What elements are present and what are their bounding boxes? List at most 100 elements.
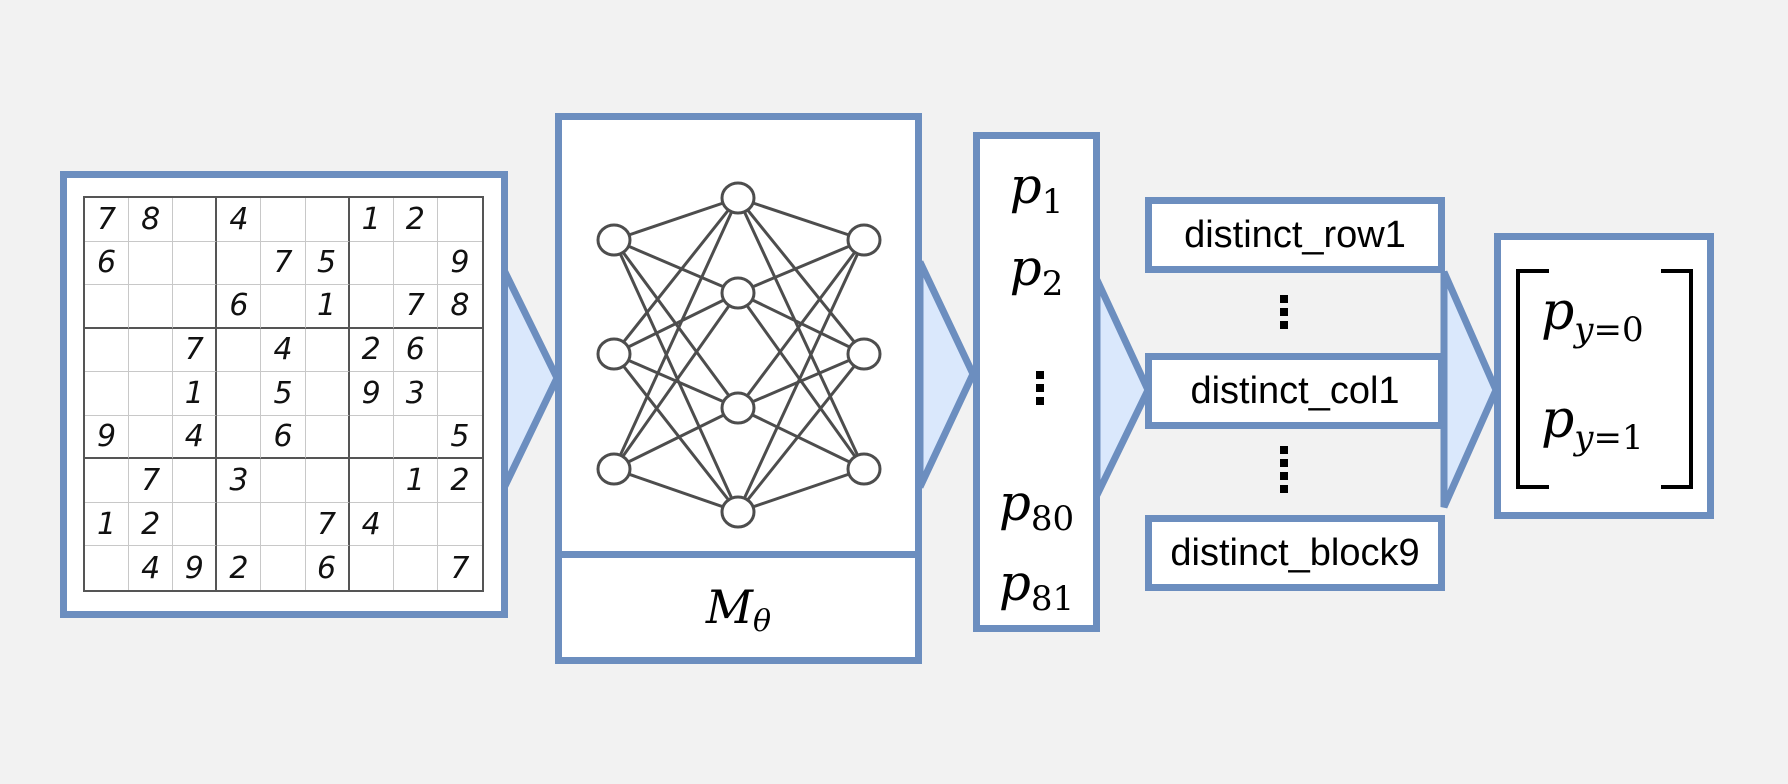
output-rel: =0 (1593, 310, 1644, 350)
network-edge (737, 352, 865, 410)
network-node (846, 223, 882, 257)
sudoku-cell: 2 (349, 328, 394, 373)
constraints-ellipsis-icon-lower (1280, 446, 1288, 498)
probability-base: p (998, 554, 1031, 612)
constraint-label: distinct_col1 (1190, 369, 1400, 412)
sudoku-cell (437, 329, 482, 373)
sudoku-cell: 2 (393, 198, 438, 242)
sudoku-cell (261, 459, 306, 503)
sudoku-cell (173, 502, 218, 547)
sudoku-cell (217, 328, 262, 373)
probability-index: 80 (1030, 499, 1075, 539)
probabilities-box: p1 p2 p80 p81 (973, 132, 1100, 632)
output-var: y (1574, 418, 1594, 458)
sudoku-cell (305, 198, 350, 242)
output-p-y1: py=1 (1541, 390, 1644, 458)
probability-base: p (1009, 239, 1042, 297)
sudoku-cell: 9 (437, 242, 482, 286)
model-label-subscript: θ (753, 604, 772, 639)
network-edge (612, 292, 740, 470)
sudoku-cell: 4 (217, 198, 262, 242)
sudoku-cell (217, 415, 262, 460)
network-node (720, 495, 756, 529)
sudoku-cell: 6 (217, 285, 262, 329)
network-edge (737, 467, 865, 514)
network-node (846, 337, 882, 371)
probability-index: 2 (1041, 264, 1064, 304)
network-edge (736, 353, 866, 513)
sudoku-cell (261, 198, 306, 242)
sudoku-cell (350, 546, 394, 590)
network-edge (612, 353, 740, 513)
sudoku-cell: 7 (450, 550, 470, 586)
network-edge (613, 467, 739, 514)
output-bracket-icon (1516, 269, 1693, 489)
sudoku-cell (393, 241, 438, 286)
network-edge (736, 239, 866, 513)
sudoku-cell: 8 (437, 285, 482, 329)
output-base: p (1541, 282, 1575, 342)
sudoku-cell: 1 (393, 459, 438, 503)
output-p-y0: py=0 (1541, 282, 1644, 350)
probability-index: 1 (1041, 182, 1064, 222)
network-node (720, 181, 756, 215)
model-divider (555, 551, 922, 558)
sudoku-cell (173, 241, 218, 286)
sudoku-cell (393, 415, 438, 460)
sudoku-cell (349, 459, 394, 503)
sudoku-cell: 5 (305, 241, 350, 286)
probability-base: p (998, 474, 1031, 532)
sudoku-cell: 4 (129, 546, 174, 590)
sudoku-cell: 1 (173, 372, 218, 416)
probability-p81: p81 (980, 554, 1093, 619)
network-edge (612, 197, 740, 355)
sudoku-cell: 6 (85, 241, 130, 286)
sudoku-cell (85, 546, 130, 590)
sudoku-cell: 7 (85, 198, 130, 242)
sudoku-cell (217, 502, 262, 547)
sudoku-cell: 7 (261, 241, 306, 286)
sudoku-cell: 9 (85, 415, 130, 460)
output-box: py=0 py=1 (1494, 233, 1714, 519)
sudoku-cell (217, 372, 262, 416)
output-var: y (1574, 310, 1594, 350)
probability-p1: p1 (980, 157, 1093, 222)
sudoku-cell: 9 (349, 372, 394, 416)
sudoku-cell (173, 459, 218, 503)
sudoku-cell: 3 (217, 459, 262, 503)
sudoku-cell (129, 372, 174, 416)
sudoku-cell: 3 (393, 372, 438, 416)
sudoku-cell: 7 (305, 502, 350, 547)
sudoku-cell (437, 503, 482, 547)
sudoku-cell (85, 459, 130, 503)
network-edge (736, 239, 866, 409)
constraint-distinct-row1: distinct_row1 (1145, 197, 1445, 273)
sudoku-cell (349, 285, 394, 329)
sudoku-cell: 8 (129, 198, 174, 242)
network-node (720, 276, 756, 310)
constraint-distinct-block9: distinct_block9 (1145, 515, 1445, 591)
constraint-label: distinct_row1 (1184, 213, 1406, 256)
sudoku-cell (85, 372, 130, 416)
network-node (596, 452, 632, 486)
sudoku-cell (305, 328, 350, 373)
network-edge (737, 196, 865, 242)
network-edge (613, 291, 739, 356)
network-node (596, 337, 632, 371)
network-edge (612, 197, 740, 470)
network-edge (737, 238, 865, 295)
network-node (720, 391, 756, 425)
constraint-label: distinct_block9 (1170, 531, 1420, 574)
sudoku-cell (261, 285, 306, 329)
sudoku-cell: 4 (349, 502, 394, 547)
constraints-ellipsis-icon-upper (1280, 295, 1288, 334)
sudoku-cell (129, 415, 174, 460)
sudoku-cell: 2 (217, 546, 262, 590)
sudoku-cell: 1 (85, 502, 130, 547)
probability-p80: p80 (980, 474, 1093, 539)
constraint-distinct-col1: distinct_col1 (1145, 353, 1445, 429)
probability-p2: p2 (980, 239, 1093, 304)
network-node (596, 223, 632, 257)
